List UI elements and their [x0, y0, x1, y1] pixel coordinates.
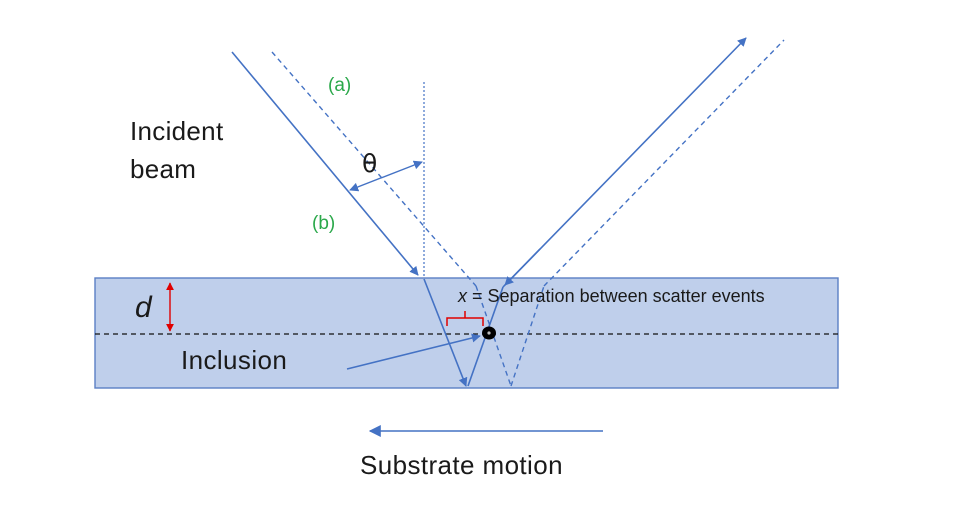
inclusion-label: Inclusion — [181, 345, 288, 375]
beam-a-label: (a) — [328, 75, 352, 96]
depth-label: d — [135, 291, 152, 324]
inclusion-highlight — [487, 331, 491, 335]
incident-beam-label-line1: Incident — [130, 116, 224, 146]
refracted-beam-b — [423, 278, 468, 387]
inclusion-pointer-arrow — [346, 333, 481, 370]
incident-beam-label: Incident beam — [130, 112, 223, 188]
exit-beam-a — [543, 39, 785, 287]
separation-description: = Separation between scatter events — [467, 286, 765, 306]
beam-b-label: (b) — [312, 213, 336, 234]
separation-label: x = Separation between scatter events — [458, 287, 765, 305]
separation-variable: x — [458, 286, 467, 306]
separation-bracket — [446, 311, 484, 326]
incident-beam-b — [231, 51, 419, 276]
beam-spacing-arrow — [349, 160, 423, 192]
exit-beam-b-entry-arrow — [504, 248, 541, 286]
incident-beam-label-line2: beam — [130, 154, 197, 184]
exit-beam-b — [502, 37, 747, 288]
substrate-block — [94, 277, 839, 389]
angle-theta-label: θ — [362, 149, 378, 178]
substrate-motion-label: Substrate motion — [360, 450, 563, 480]
